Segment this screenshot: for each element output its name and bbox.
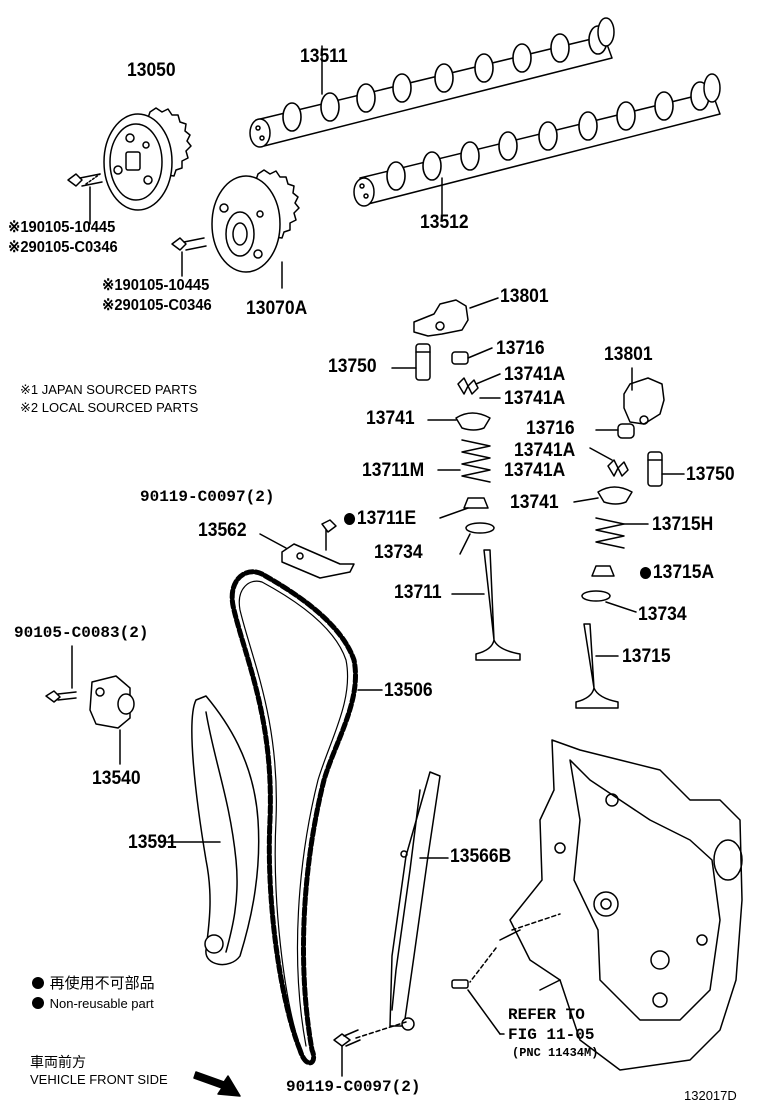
refer-line-3: (PNC 11434M) [512, 1046, 599, 1060]
vvt-sprocket-exhaust-drawing [211, 169, 300, 273]
direction-en: VEHICLE FRONT SIDE [30, 1072, 168, 1087]
part-label-13711M: 13711M [362, 460, 425, 481]
part-label-13716-right: 13716 [526, 418, 575, 439]
bottom-bolt-drawing [333, 1021, 407, 1077]
chain-damper-drawing [389, 771, 449, 1031]
non-reusable-marker [344, 513, 356, 525]
part-label-13741A-left-1: 13741A [504, 364, 566, 385]
note-japan-sourced: ※1 JAPAN SOURCED PARTS [20, 382, 198, 397]
bolt-exhaust-drawing [171, 237, 207, 277]
timing-chain-drawing [229, 569, 358, 1066]
camshaft-exhaust-drawing [353, 73, 721, 215]
legend-jp: 再使用不可部品 [32, 976, 155, 992]
part-label-13734-left: 13734 [374, 542, 423, 563]
timing-chain-inner [238, 580, 349, 1047]
part-label-13741-left: 13741 [366, 408, 415, 429]
bolt-label-exhaust-2: ※290105-C0346 [102, 297, 212, 314]
bolt-label-exhaust-1: ※190105-10445 [102, 277, 210, 294]
part-label-13715: 13715 [622, 646, 671, 667]
part-label-13741-right: 13741 [510, 492, 559, 513]
legend-jp-text: 再使用不可部品 [49, 975, 155, 992]
front-direction-arrow [193, 1071, 241, 1097]
left-valve-train-drawing [391, 297, 521, 661]
part-label-13801-right: 13801 [604, 344, 653, 365]
part-label-13750-left: 13750 [328, 356, 377, 377]
part-label-13562: 13562 [198, 520, 247, 541]
part-label-13734-right: 13734 [638, 604, 687, 625]
legend-dot-icon [32, 977, 44, 989]
bolt-label-guide-bottom: 90119-C0097(2) [286, 1078, 421, 1096]
note-local-sourced: ※2 LOCAL SOURCED PARTS [20, 400, 199, 415]
part-label-13540: 13540 [92, 768, 141, 789]
part-label-13750-right: 13750 [686, 464, 735, 485]
tensioner-drawing [45, 645, 135, 765]
right-valve-train-drawing [573, 367, 685, 709]
legend-en-text: Non-reusable part [49, 996, 154, 1011]
legend-dot-icon [32, 997, 44, 1009]
direction-jp: 車両前方 [30, 1054, 86, 1070]
part-label-13801-left: 13801 [500, 286, 549, 307]
chain-slipper-drawing [165, 695, 260, 966]
bolt-intake-drawing [67, 173, 103, 225]
figure-id: 132017D [684, 1088, 737, 1103]
part-label-13070A: 13070A [246, 298, 308, 319]
part-label-13511: 13511 [300, 46, 348, 67]
bolt-label-guide-top: 90119-C0097(2) [140, 488, 275, 506]
part-label-13741A-right-2: 13741A [504, 460, 566, 481]
part-label-13715A-text: 13715A [652, 562, 715, 583]
bolt-label-intake-1: ※190105-10445 [8, 219, 116, 236]
part-label-13715A: 13715A [640, 562, 714, 584]
part-label-13711: 13711 [394, 582, 442, 603]
part-label-13741A-left-2: 13741A [504, 388, 566, 409]
part-label-13716-left: 13716 [496, 338, 545, 359]
part-label-13711E: 13711E [344, 508, 416, 530]
part-label-13506: 13506 [384, 680, 433, 701]
part-label-13591: 13591 [128, 832, 177, 853]
bolt-label-intake-2: ※290105-C0346 [8, 239, 118, 256]
refer-line-1: REFER TO [508, 1006, 585, 1024]
non-reusable-marker [640, 567, 652, 579]
camshaft-intake-drawing [249, 17, 615, 148]
engine-block-drawing [451, 739, 743, 1071]
part-label-13512: 13512 [420, 212, 469, 233]
part-label-13050: 13050 [127, 60, 176, 81]
upper-chain-guide-drawing [259, 519, 355, 579]
part-label-13741A-right-1: 13741A [514, 440, 576, 461]
bolt-label-tensioner: 90105-C0083(2) [14, 624, 149, 642]
refer-line-2: FIG 11-05 [508, 1026, 595, 1044]
part-label-13715H: 13715H [652, 514, 714, 535]
legend-en: Non-reusable part [32, 996, 154, 1012]
vvt-sprocket-intake-drawing [103, 107, 192, 211]
part-label-13566B: 13566B [450, 846, 512, 867]
part-label-13711E-text: 13711E [356, 508, 417, 529]
